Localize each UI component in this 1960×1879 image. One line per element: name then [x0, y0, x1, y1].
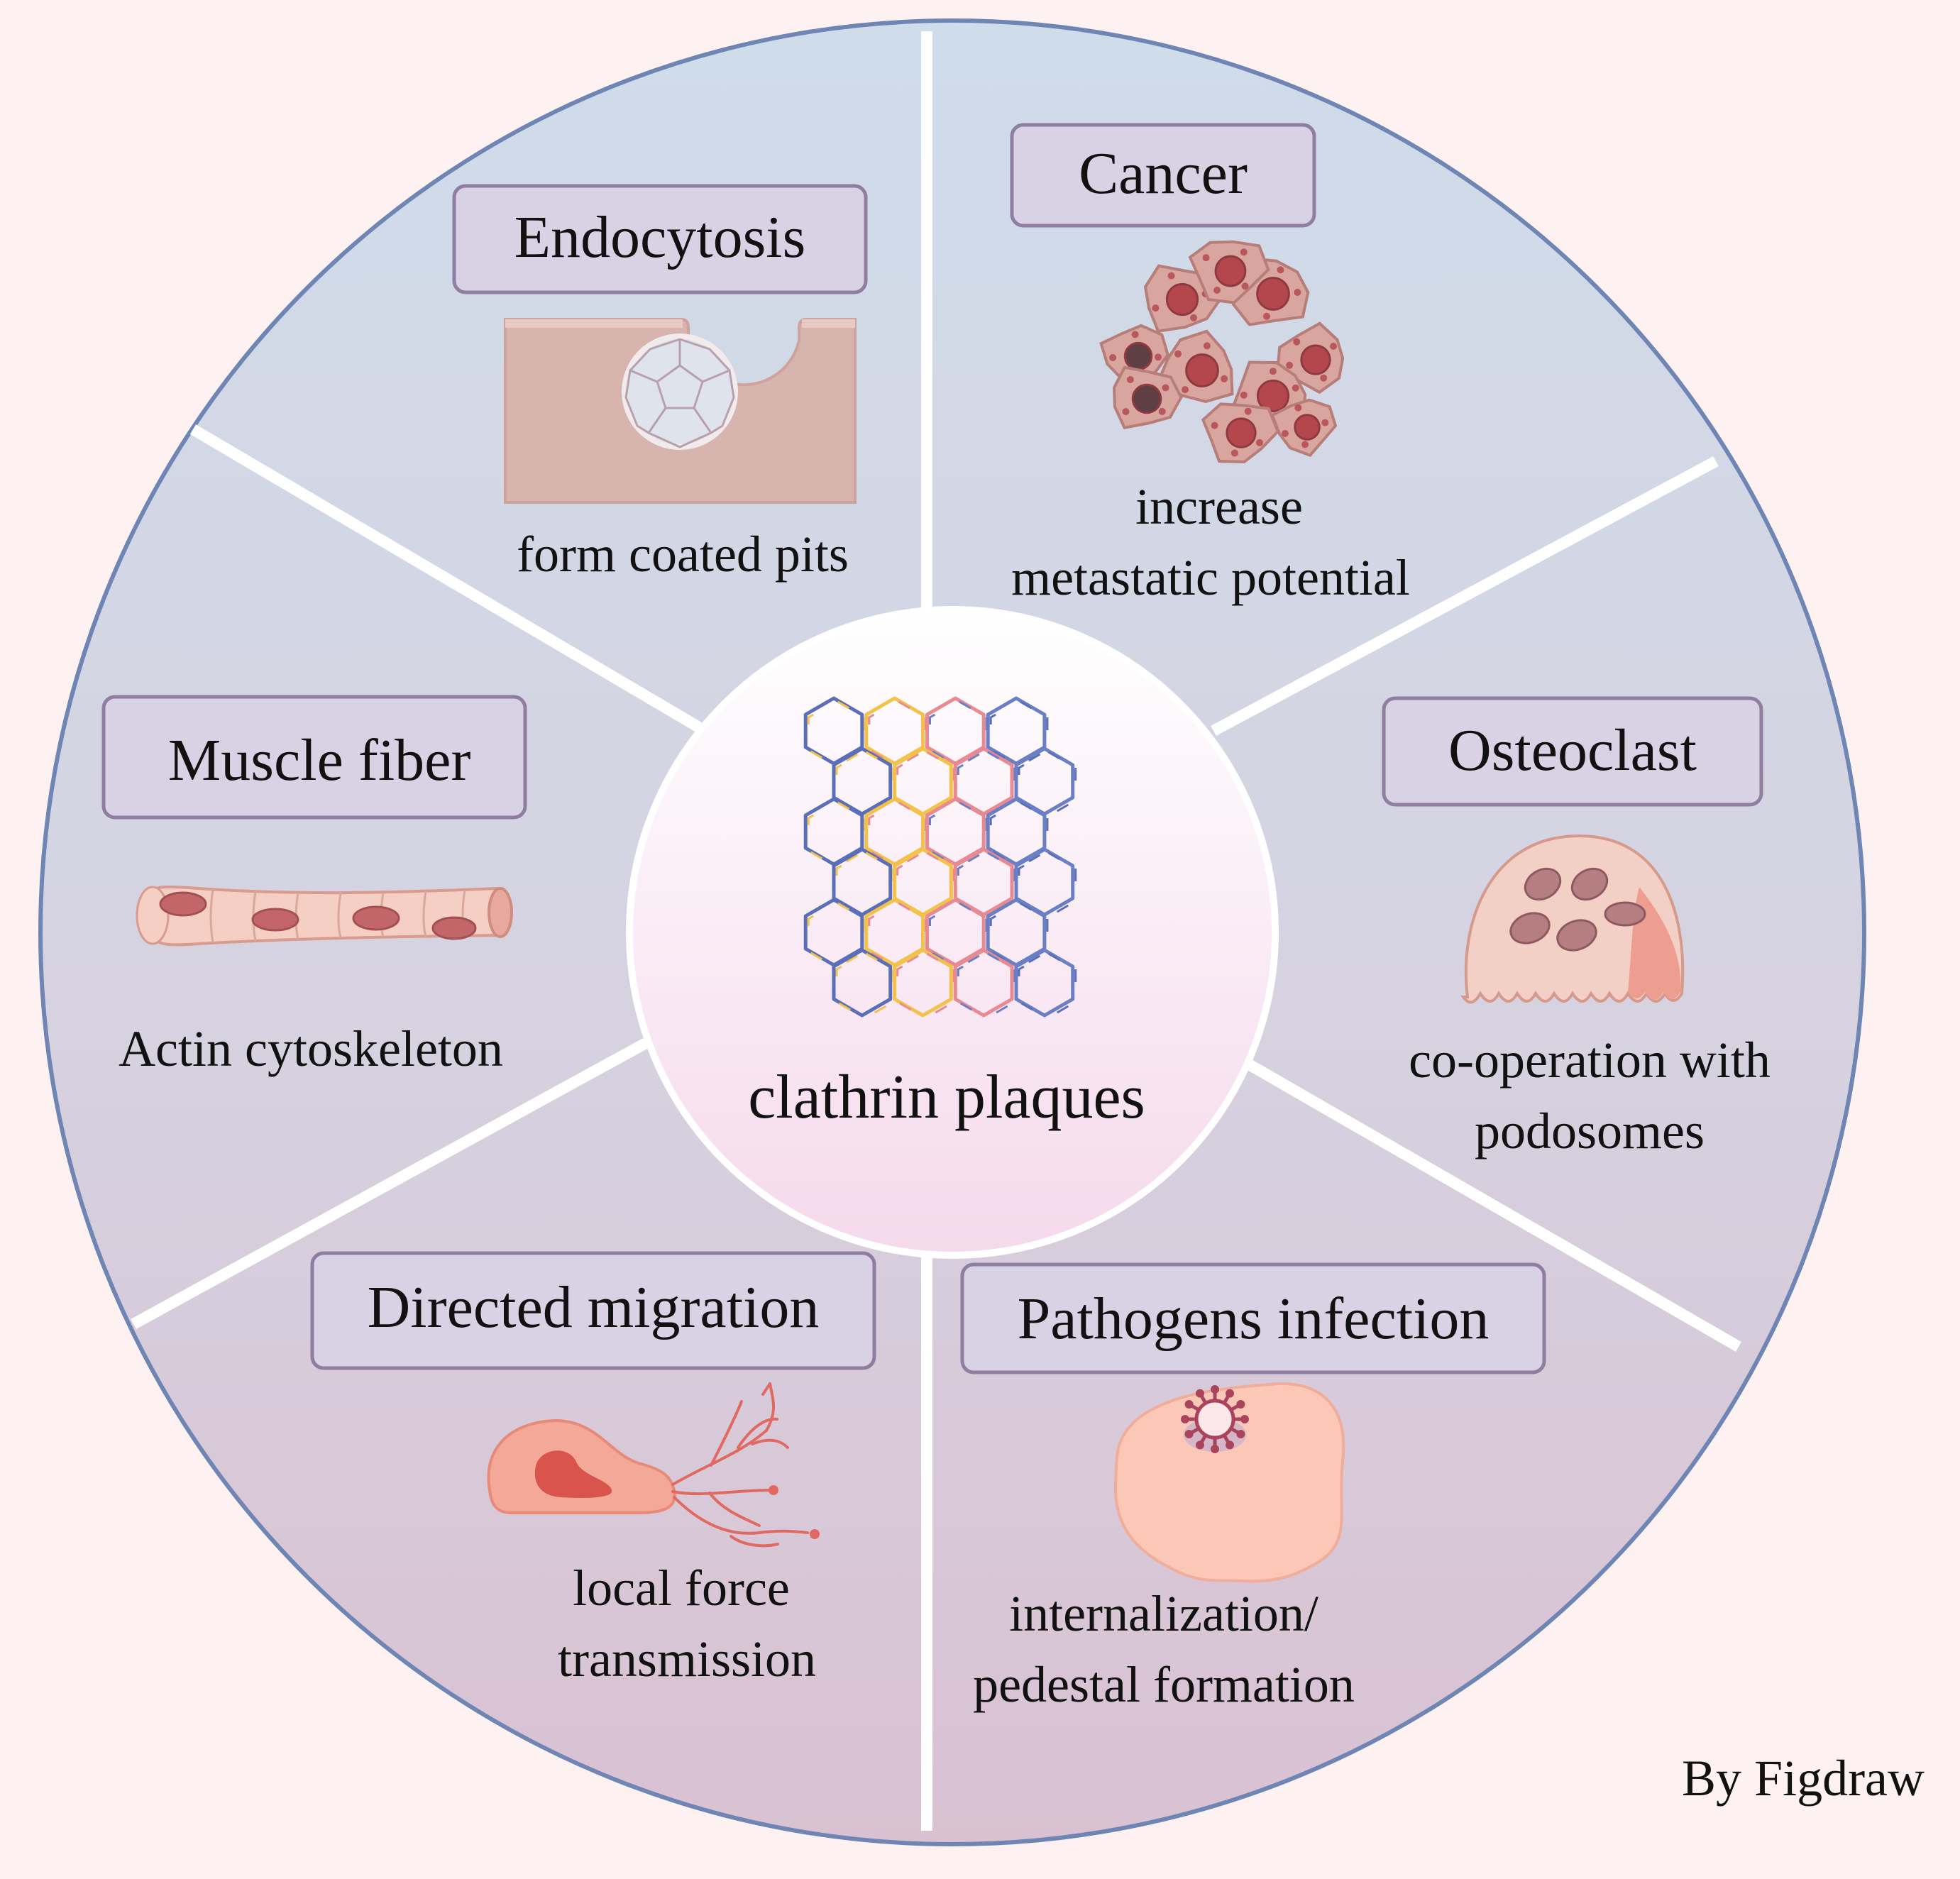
- center-hub: [626, 606, 1279, 1259]
- migration-title-box: [310, 1251, 876, 1370]
- osteoclast-caption-line-1: co-operation with: [1409, 1032, 1771, 1089]
- osteoclast-cell-icon: [1460, 834, 1685, 1004]
- cancer-caption-line-1: increase: [1135, 478, 1303, 535]
- osteoclast-title-box: [1382, 696, 1763, 807]
- pathogens-title-box: [960, 1262, 1546, 1374]
- virus-on-cell-icon: [1113, 1382, 1345, 1583]
- coated-pit-icon: [504, 318, 857, 504]
- section-endocytosis: Endocytosis form coated pits: [452, 184, 868, 583]
- muscle-title-box: [101, 695, 527, 820]
- endocytosis-title: Endocytosis: [514, 204, 806, 270]
- divider-upper-left: [189, 424, 703, 732]
- divider-lower-left: [131, 1037, 649, 1330]
- cancer-title-box: [1010, 123, 1316, 228]
- migration-title: Directed migration: [368, 1274, 820, 1340]
- divider-lower-right: [1246, 1059, 1741, 1352]
- cancer-title: Cancer: [1079, 140, 1248, 206]
- endocytosis-title-box: [452, 184, 868, 294]
- muscle-fiber-icon: [136, 885, 513, 947]
- cancer-caption-line-2: metastatic potential: [1011, 549, 1410, 606]
- section-osteoclast: Osteoclast co-operation with podosomes: [1382, 696, 1771, 1159]
- credit-label: By Figdraw: [1682, 1750, 1925, 1807]
- osteoclast-title: Osteoclast: [1448, 717, 1697, 783]
- muscle-title: Muscle fiber: [168, 727, 471, 793]
- pathogens-title: Pathogens infection: [1018, 1286, 1490, 1352]
- endocytosis-caption: form coated pits: [517, 526, 849, 583]
- section-muscle-fiber: Muscle fiber Actin cytoskeleton: [101, 695, 527, 1077]
- osteoclast-caption-line-2: podosomes: [1475, 1103, 1705, 1159]
- pathogens-caption-line-2: pedestal formation: [973, 1656, 1355, 1713]
- muscle-caption: Actin cytoskeleton: [119, 1020, 503, 1077]
- section-directed-migration: Directed migration local force transmiss…: [310, 1251, 876, 1687]
- migrating-cell-icon: [487, 1382, 820, 1548]
- center-title: clathrin plaques: [748, 1063, 1145, 1132]
- pathogens-caption-line-1: internalization/: [1009, 1585, 1318, 1642]
- wheel-dividers: [131, 31, 1741, 1831]
- section-pathogens-infection: Pathogens infection internalization/ ped…: [960, 1262, 1546, 1713]
- migration-caption-line-2: transmission: [558, 1631, 816, 1687]
- migration-caption-line-1: local force: [573, 1560, 790, 1616]
- section-cancer: Cancer increase metastatic potential: [1010, 123, 1410, 606]
- clathrin-lattice-icon: [803, 696, 1077, 1020]
- divider-upper-right: [1211, 456, 1719, 737]
- cancer-cell-cluster-icon: [1099, 240, 1345, 463]
